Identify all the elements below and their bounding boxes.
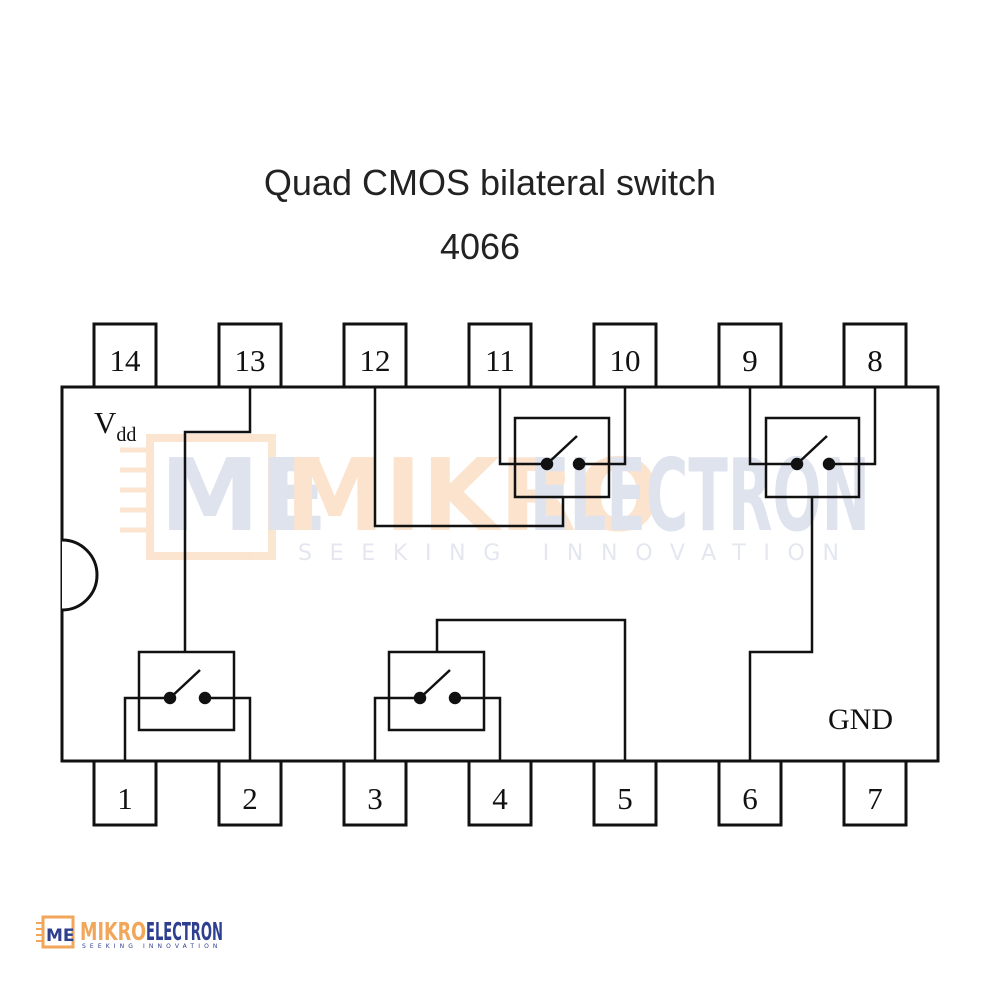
pin-label: 10	[610, 343, 641, 378]
pin-label: 8	[867, 343, 883, 378]
pin-label: 7	[867, 781, 883, 816]
logo-brand-a: MIKRO	[80, 917, 146, 946]
wire-pin4	[455, 696, 502, 761]
pin-11	[467, 322, 533, 389]
watermark-brand-b: ELECTRON	[530, 437, 870, 554]
pin-label: 12	[360, 343, 391, 378]
pin-label: 6	[742, 781, 758, 816]
wire-pin12-control	[373, 387, 565, 528]
pin-10	[592, 322, 658, 389]
switch-a-icon	[137, 650, 236, 732]
pin-13	[217, 322, 283, 389]
pin-4	[467, 759, 533, 827]
part-number: 4066	[439, 226, 521, 267]
pin-label: 4	[492, 781, 508, 816]
switch-c-icon	[387, 650, 486, 732]
pin-label: 2	[242, 781, 258, 816]
pin-label: 13	[235, 343, 266, 378]
pin-label: 11	[485, 343, 515, 378]
pin-14	[92, 322, 158, 389]
wire-pin2	[205, 696, 252, 761]
pin-3	[342, 759, 408, 827]
watermark-logo-mark: ME	[160, 437, 328, 554]
pin-9	[717, 322, 783, 389]
logo-mark-text: ME	[46, 926, 75, 946]
watermark-logo-mark-icon	[120, 434, 276, 560]
pin-label: 14	[110, 343, 142, 378]
vdd-label: Vdd	[94, 405, 136, 446]
diagram-title: Quad CMOS bilateral switch	[263, 162, 717, 203]
pin-label: 5	[617, 781, 633, 816]
watermark-tagline: SEEKING INNOVATION	[298, 541, 873, 566]
pin-7	[842, 759, 908, 827]
logo-tagline: SEEKING INNOVATION	[82, 943, 222, 950]
pin-label: 3	[367, 781, 383, 816]
pin-label: 1	[117, 781, 133, 816]
internal-wiring	[123, 387, 877, 761]
watermark: ME MIKRO ELECTRON SEEKING INNOVATION	[120, 434, 873, 566]
pin-8	[842, 322, 908, 389]
wire-pin3	[373, 696, 420, 761]
logo-brand-b: ELECTRON	[146, 917, 223, 946]
logo-mark-icon	[36, 915, 75, 949]
switch-b-icon	[513, 416, 611, 499]
pin-label: 9	[742, 343, 758, 378]
wire-pin11	[498, 387, 547, 466]
top-pin-row	[92, 322, 908, 389]
ic-notch	[61, 538, 99, 612]
pin-6	[717, 759, 783, 827]
switch-d-icon	[764, 416, 861, 547]
bottom-pin-row	[92, 759, 908, 827]
pin-1	[92, 759, 158, 827]
watermark-brand-a: MIKRO	[285, 437, 661, 554]
wire-pin1	[123, 696, 170, 761]
wire-pin13-control	[183, 387, 252, 652]
wire-pin10	[579, 387, 627, 466]
wire-pin5-control	[435, 618, 627, 761]
brand-logo: ME MIKRO ELECTRON SEEKING INNOVATION	[36, 915, 223, 950]
wire-pin8	[829, 387, 877, 466]
wire-pin9	[748, 387, 797, 466]
wire-pin6-control	[748, 547, 814, 761]
gnd-label: GND	[828, 703, 893, 736]
